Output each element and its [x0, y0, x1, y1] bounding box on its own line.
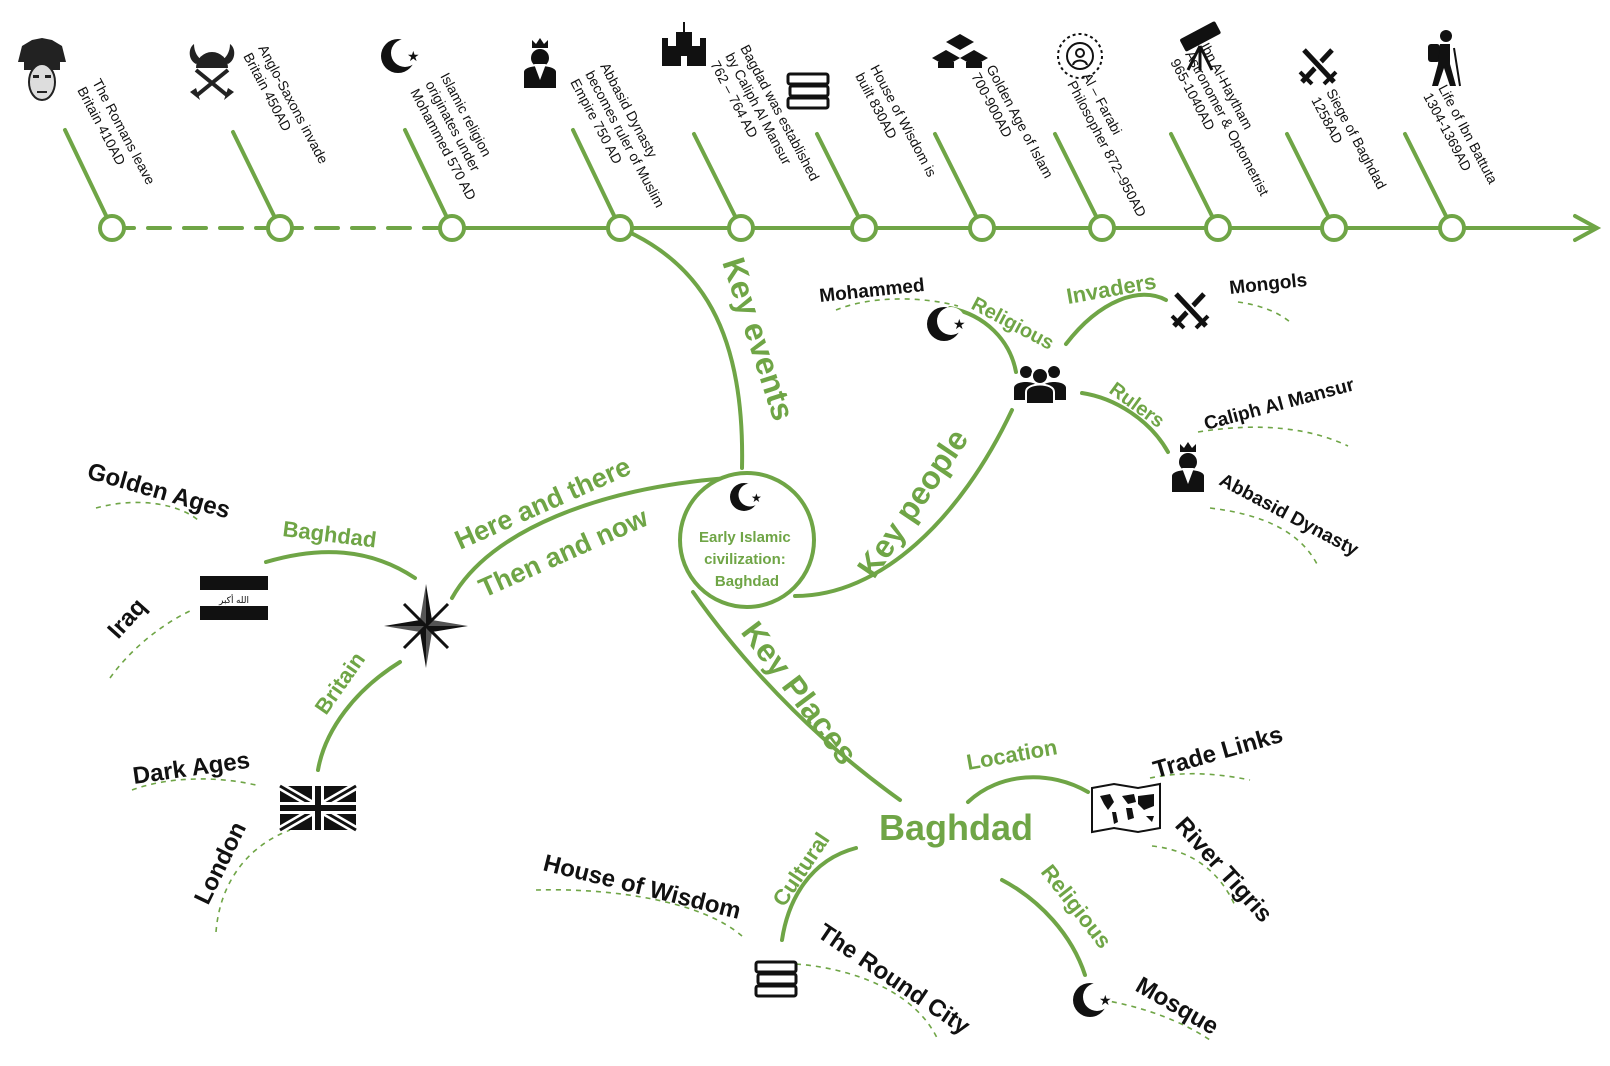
leaf-underlines — [95, 298, 1349, 1041]
center-topic[interactable]: ★ Early Islamic civilization: Baghdad — [678, 471, 816, 609]
river-tigris-label[interactable]: River Tigris — [1170, 812, 1278, 928]
rulers-label[interactable]: Rulers — [1105, 378, 1168, 432]
timeline-axis — [110, 214, 1602, 242]
king-icon — [1172, 442, 1204, 492]
trade-links-label[interactable]: Trade Links — [1150, 721, 1286, 784]
britain-label[interactable]: Britain — [310, 647, 370, 718]
mohammed-label[interactable]: Mohammed — [818, 275, 925, 307]
castle-icon — [662, 22, 706, 66]
crescent-star-icon: ★ — [1073, 983, 1112, 1017]
world-map-icon — [1091, 782, 1161, 834]
crescent-star-icon: ★ — [927, 307, 966, 341]
timeline-label: House of Wisdom is built 830AD — [852, 62, 941, 191]
svg-text:★: ★ — [407, 48, 420, 64]
key-events-branch — [618, 226, 745, 470]
places-subbranches — [780, 775, 1090, 977]
timeline-ticks — [63, 128, 1454, 230]
compare-subbranches — [264, 550, 417, 772]
timeline-label: Ibn Al-Haytham Astronomer & Optometrist … — [1167, 40, 1289, 210]
svg-text:★: ★ — [953, 316, 966, 332]
viking-helmet-icon — [189, 44, 235, 100]
timeline-node[interactable] — [438, 214, 466, 242]
timeline-node[interactable] — [266, 214, 294, 242]
timeline-node[interactable] — [1088, 214, 1116, 242]
location-branch — [966, 775, 1090, 804]
here-there-branch — [450, 476, 730, 600]
cultural-branch — [780, 846, 858, 942]
timeline-node[interactable] — [98, 214, 126, 242]
iraq-flag-icon: الله أكبر — [200, 576, 268, 620]
britain-compare-branch — [316, 660, 402, 772]
traveller-icon — [1428, 30, 1461, 87]
people-icon — [1014, 366, 1066, 405]
compass-rose-icon — [384, 584, 468, 668]
caliph-label[interactable]: Caliph Al Mansur — [1202, 374, 1357, 434]
baghdad-compare-branch — [264, 550, 417, 580]
timeline-labels: The Romans leave Britain 410AD Anglo-Sax… — [74, 40, 1502, 222]
timeline-node[interactable] — [850, 214, 878, 242]
timeline-label: Siege of Baghdad 1258AD — [1308, 86, 1391, 203]
cultural-label[interactable]: Cultural — [767, 828, 834, 911]
timeline-label: Islamic religion originates under Mohamm… — [407, 70, 509, 203]
iraq-label[interactable]: Iraq — [102, 593, 152, 644]
timeline-label: Al – Farabi Philosopher 872–950AD — [1064, 70, 1164, 220]
crescent-star-icon: ★ — [381, 39, 420, 73]
timeline-label: Anglo-Saxons invade Britain 450AD — [240, 42, 333, 178]
baghdad-place-label[interactable]: Baghdad — [879, 807, 1033, 848]
mosque-label[interactable]: Mosque — [1131, 972, 1223, 1041]
uk-flag-icon — [277, 782, 359, 834]
religious-places-label[interactable]: Religious — [1036, 860, 1117, 953]
timeline-node[interactable] — [727, 214, 755, 242]
telescope-icon — [1180, 21, 1221, 71]
timeline-label: Golden Age of Islam 700-900AD — [968, 62, 1058, 192]
religious-people-label[interactable]: Religious — [968, 293, 1058, 355]
books-icon — [786, 72, 830, 110]
mongols-label[interactable]: Mongols — [1228, 270, 1308, 299]
philosopher-icon — [1057, 33, 1103, 79]
books-icon — [754, 960, 798, 998]
svg-text:★: ★ — [751, 491, 762, 505]
timeline-label: Life of Ibn Battuta 1304-1369AD — [1420, 82, 1502, 198]
graduation-caps-icon — [932, 34, 988, 68]
iraq-flag-inscription: الله أكبر — [218, 594, 249, 605]
timeline-node[interactable] — [1204, 214, 1232, 242]
religious-places-branch — [1000, 878, 1087, 977]
rulers-branch — [1080, 391, 1170, 454]
timeline-label: Bagdad was established by Caliph Al Mans… — [707, 42, 824, 203]
key-places-branch — [691, 590, 902, 802]
golden-ages-label[interactable]: Golden Ages — [84, 458, 233, 525]
timeline-nodes — [98, 214, 1466, 242]
center-circle — [678, 471, 816, 609]
location-label[interactable]: Location — [965, 734, 1060, 775]
key-events-label[interactable]: Key events — [715, 253, 801, 425]
timeline-node[interactable] — [968, 214, 996, 242]
center-title: Early Islamic civilization: Baghdad — [699, 529, 795, 590]
invaders-branch — [1064, 292, 1168, 346]
baghdad-compare-label[interactable]: Baghdad — [281, 516, 377, 552]
king-icon — [524, 38, 556, 88]
abbasid-label[interactable]: Abbasid Dynasty — [1216, 470, 1362, 561]
round-city-label[interactable]: The Round City — [813, 919, 976, 1041]
timeline-arrowhead — [1573, 214, 1602, 242]
key-people-branch — [793, 408, 1014, 598]
timeline-label: Abbasid Dynasty becomes ruler of Muslim … — [567, 60, 685, 222]
timeline-node[interactable] — [606, 214, 634, 242]
dark-ages-label[interactable]: Dark Ages — [131, 747, 251, 790]
main-branches — [450, 226, 1014, 802]
timeline-node[interactable] — [1320, 214, 1348, 242]
crossed-swords-icon — [1170, 290, 1210, 330]
key-places-label[interactable]: Key Places — [734, 615, 864, 772]
svg-text:★: ★ — [1099, 992, 1112, 1008]
religious-people-branch — [948, 306, 1018, 374]
timeline-icons: ★ — [18, 21, 1461, 110]
crossed-swords-icon — [1298, 46, 1338, 86]
roman-helmet-icon — [18, 38, 66, 101]
crescent-star-icon: ★ — [730, 483, 762, 511]
house-of-wisdom-label[interactable]: House of Wisdom — [541, 850, 744, 925]
timeline-node[interactable] — [1438, 214, 1466, 242]
people-subbranches — [948, 292, 1170, 454]
